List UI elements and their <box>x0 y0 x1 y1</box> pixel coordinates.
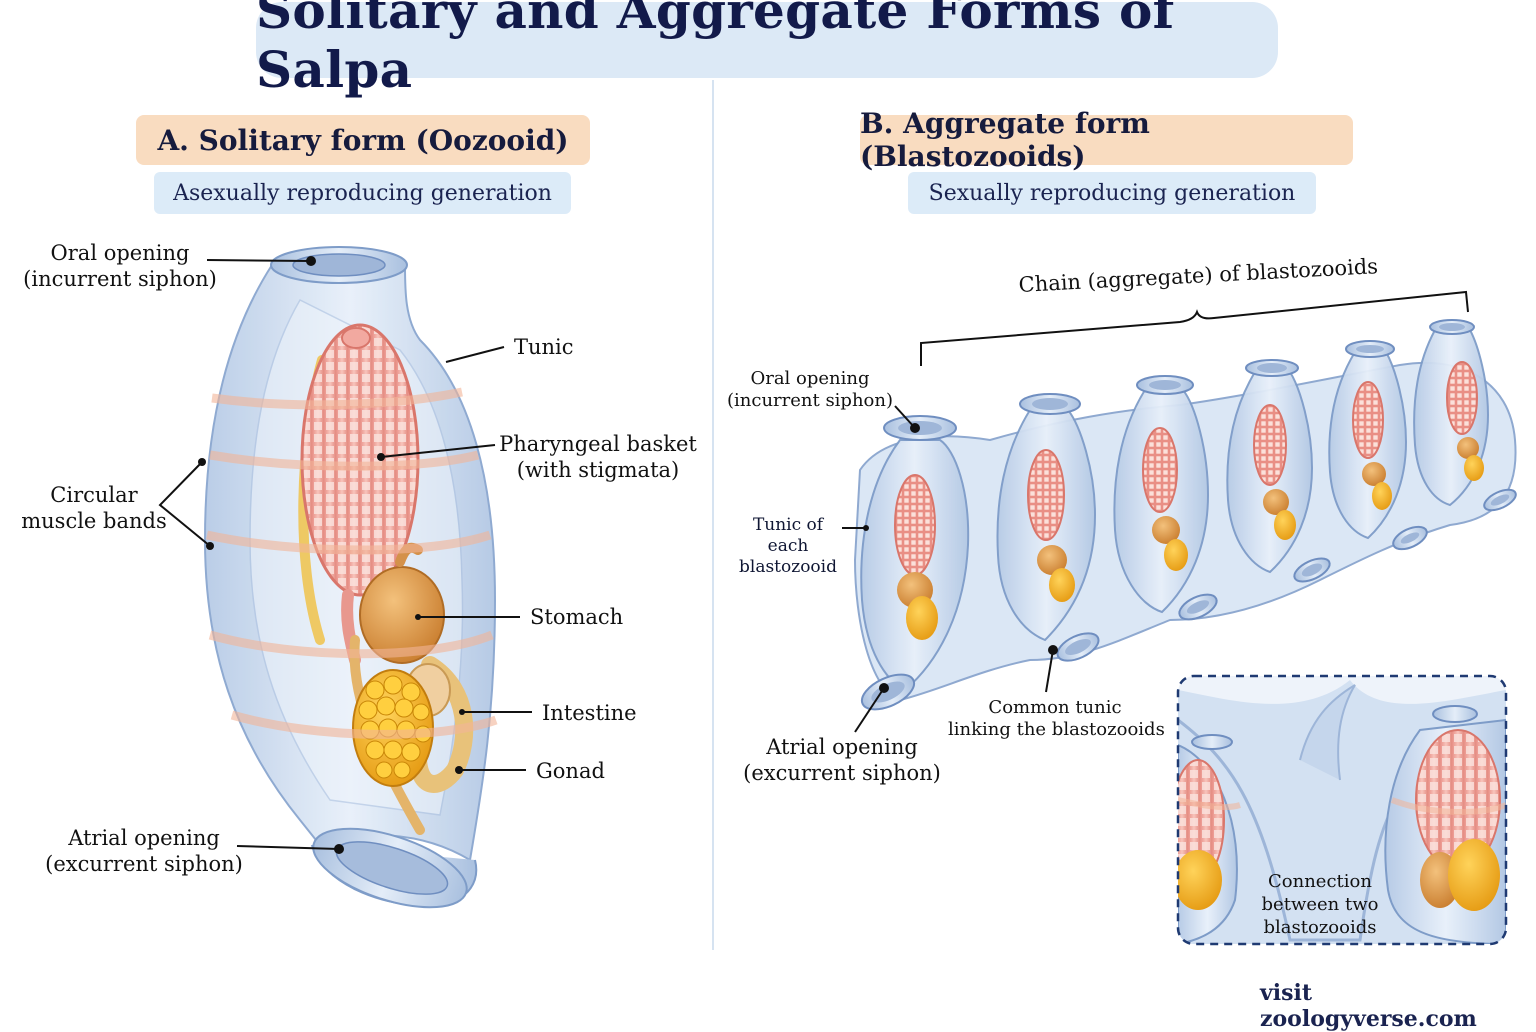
label-circular-muscle-bands: Circular muscle bands <box>18 482 170 534</box>
label-text: muscle bands <box>21 509 167 533</box>
panel-a-leaders <box>158 259 532 850</box>
connection-inset <box>1178 676 1506 944</box>
panel-b-subheading: Sexually reproducing generation <box>908 172 1316 214</box>
label-tunic-b: Tunic of each blastozooid <box>720 515 856 578</box>
label-pharyngeal-basket: Pharyngeal basket (with stigmata) <box>498 431 698 483</box>
title-banner: Solitary and Aggregate Forms of Salpa <box>256 0 1278 99</box>
inset-frame <box>1176 674 1508 946</box>
panel-divider <box>712 80 714 950</box>
inset-caption: Connection between two blastozooids <box>1250 870 1390 939</box>
label-text: Atrial opening <box>766 735 918 759</box>
label-text: Intestine <box>542 701 637 725</box>
label-common-tunic: Common tunic linking the blastozooids <box>948 697 1165 741</box>
panel-b-heading-text: B. Aggregate form (Blastozooids) <box>860 107 1150 173</box>
panel-b-subheading-text: Sexually reproducing generation <box>928 180 1296 206</box>
footer-text: visit zoologyverse.com <box>1260 980 1477 1032</box>
label-text: (excurrent siphon) <box>45 852 243 876</box>
panel-b-heading: B. Aggregate form (Blastozooids) <box>860 107 1353 173</box>
label-text: Tunic <box>514 335 574 359</box>
panel-a-subheading: Asexually reproducing generation <box>154 172 571 214</box>
label-text: Common tunic <box>988 697 1122 718</box>
label-text: (incurrent siphon) <box>726 390 894 411</box>
label-text: Oral opening <box>50 241 190 265</box>
panel-a-heading-text: A. Solitary form (Oozooid) <box>157 123 569 157</box>
page-title: Solitary and Aggregate Forms of Salpa <box>256 0 1175 99</box>
label-gonad: Gonad <box>536 758 605 784</box>
blastozooid-2 <box>996 393 1100 662</box>
label-text: Tunic of <box>752 515 824 535</box>
label-text: Pharyngeal basket <box>499 432 697 456</box>
blastozooid-4 <box>1226 359 1331 583</box>
label-text: Circular <box>50 483 138 507</box>
label-text: (excurrent siphon) <box>743 761 941 785</box>
chain-bracket <box>920 290 1469 366</box>
label-text: Stomach <box>530 605 624 629</box>
blastozooid-1 <box>860 415 970 711</box>
label-text: blastozooids <box>1263 917 1377 938</box>
blastozooid-5 <box>1328 340 1428 551</box>
footer-link[interactable]: visit zoologyverse.com <box>1260 980 1536 1032</box>
label-oral-opening-b: Oral opening (incurrent siphon) <box>722 368 898 412</box>
label-atrial-opening-a: Atrial opening (excurrent siphon) <box>44 825 244 877</box>
label-oral-opening-a: Oral opening (incurrent siphon) <box>20 240 220 292</box>
label-stomach: Stomach <box>530 604 623 630</box>
panel-a-heading: A. Solitary form (Oozooid) <box>136 115 590 165</box>
label-text: Connection <box>1268 871 1372 892</box>
label-text: Atrial opening <box>68 826 220 850</box>
label-intestine: Intestine <box>542 700 637 726</box>
label-text: between two <box>1261 894 1379 915</box>
label-text: each blastozooid <box>739 536 837 577</box>
label-tunic-a: Tunic <box>514 334 574 360</box>
blastozooid-chain <box>853 319 1517 711</box>
label-text: Oral opening <box>750 368 870 389</box>
oozooid-drawing <box>203 246 498 909</box>
panel-a-subheading-text: Asexually reproducing generation <box>173 180 552 206</box>
label-text: linking the blastozooids <box>948 719 1165 740</box>
label-atrial-opening-b: Atrial opening (excurrent siphon) <box>742 734 942 786</box>
label-text: Gonad <box>536 759 605 783</box>
label-text: (with stigmata) <box>516 458 680 482</box>
label-text: (incurrent siphon) <box>23 267 217 291</box>
blastozooid-3 <box>1113 375 1218 621</box>
blastozooid-6 <box>1413 319 1517 512</box>
